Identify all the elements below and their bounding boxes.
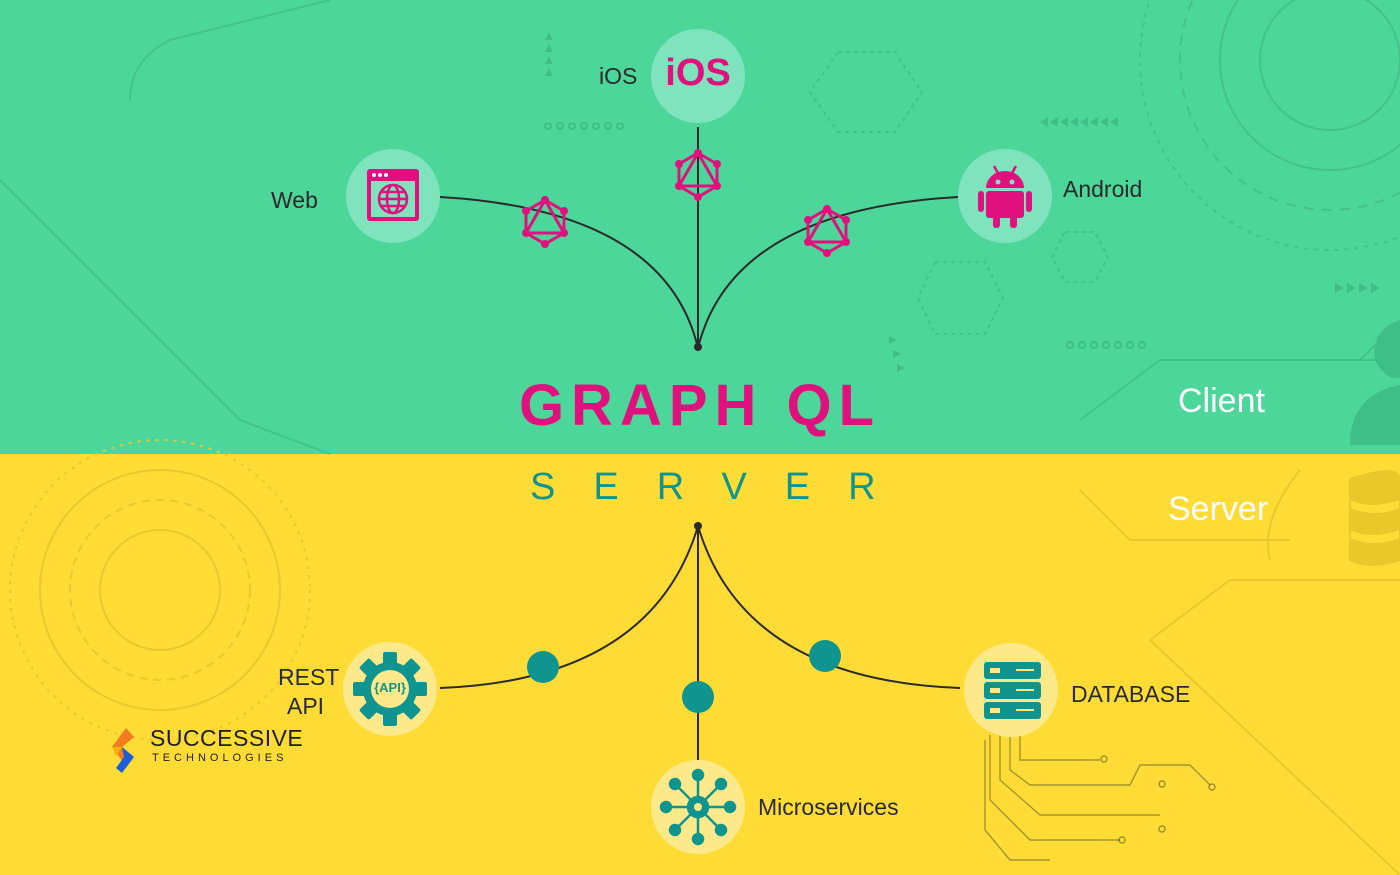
client-connections (439, 127, 959, 349)
circuit-traces-decoration (984, 735, 1211, 861)
database-cylinder-decoration (1350, 470, 1400, 566)
api-gear-icon (353, 652, 427, 726)
microservices-icon (659, 768, 737, 846)
user-silhouette-decoration (1350, 320, 1400, 445)
client-hub-dot (694, 343, 702, 351)
client-dots (544, 122, 1146, 349)
microservices-label: Microservices (758, 794, 899, 820)
database-server-icon (984, 662, 1041, 719)
circuit-trace-dots (1100, 755, 1216, 844)
graphql-logo-icon (675, 149, 721, 201)
android-icon (978, 165, 1032, 228)
server-hub-dot (694, 522, 702, 530)
api-icon-text: {API} (374, 680, 406, 695)
ios-icon: iOS (665, 52, 731, 94)
ios-node (651, 29, 745, 123)
android-label: Android (1063, 176, 1143, 202)
client-section-label: Client (1178, 382, 1265, 420)
web-browser-icon (367, 169, 419, 221)
server-connector-dot (809, 640, 841, 672)
server-connector-dot (527, 651, 559, 683)
graphql-logo-icon (522, 196, 568, 248)
server-connector-dot (682, 681, 714, 713)
graphql-logo-icon (804, 205, 850, 257)
ios-label: iOS (599, 63, 638, 89)
server-subtitle: SERVER (530, 466, 914, 508)
server-section-label: Server (1168, 490, 1269, 528)
rest-label-line1: REST (278, 664, 340, 690)
graphql-title: GRAPH QL (518, 373, 882, 438)
web-label: Web (271, 187, 318, 213)
server-connections (439, 525, 961, 762)
brand-subtitle: TECHNOLOGIES (152, 752, 288, 764)
brand-name: SUCCESSIVE (150, 725, 304, 751)
client-arrows (545, 32, 1380, 372)
rest-label-line2: API (287, 693, 325, 719)
database-label: DATABASE (1071, 681, 1191, 707)
successive-logo-icon (112, 728, 134, 773)
